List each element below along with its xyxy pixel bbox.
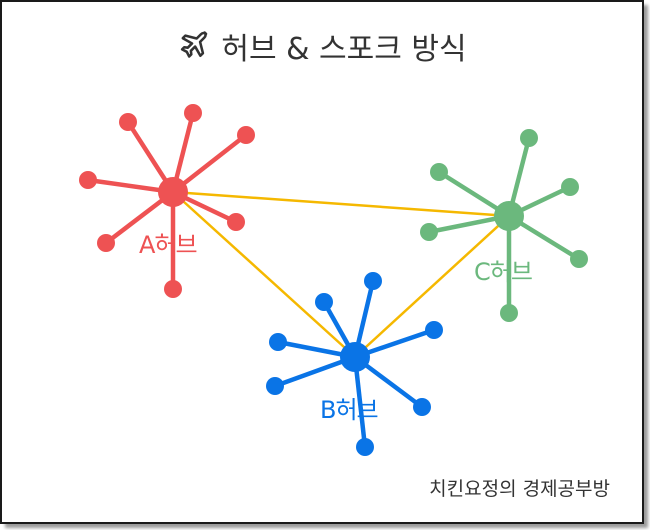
spoke-line (171, 133, 248, 194)
hub-a-label: A허브 (139, 231, 198, 259)
spoke-node (413, 398, 431, 416)
spoke-node (430, 163, 448, 181)
page-title: 허브 & 스포크 방식 (0, 24, 644, 68)
hub-node (340, 342, 370, 372)
spoke-node (315, 293, 333, 311)
hub-connection-AC (172, 190, 510, 218)
spoke-node (97, 234, 115, 252)
spoke-node (500, 304, 518, 322)
hub-node (158, 177, 188, 207)
hub-connection-AB (172, 191, 356, 358)
hub-node (494, 201, 524, 231)
spoke-node (570, 250, 588, 268)
diagram-frame (0, 0, 644, 524)
footer-credit: 치킨요정의 경제공부방 (429, 478, 610, 500)
spoke-node (237, 126, 255, 144)
spoke-node (561, 178, 579, 196)
hub-b (266, 272, 443, 456)
spoke-node (227, 213, 245, 231)
spoke-node (266, 377, 284, 395)
spoke-node (164, 280, 182, 298)
hub-c (420, 129, 588, 322)
spoke-line (352, 356, 368, 448)
spoke-node (356, 438, 374, 456)
spoke-node (520, 129, 538, 147)
spoke-node (119, 113, 137, 131)
spoke-node (79, 171, 97, 189)
airplane-icon (181, 31, 208, 58)
spoke-node (364, 272, 382, 290)
title-text: 허브 & 스포크 방식 (221, 32, 467, 67)
hub-a (79, 104, 255, 298)
spoke-node (269, 333, 287, 351)
spoke-node (184, 104, 202, 122)
spoke-node (425, 321, 443, 339)
spoke-node (420, 223, 438, 241)
hub-connection-BC (354, 215, 510, 358)
hub-b-label: B허브 (320, 396, 379, 424)
hub-c-label: C허브 (474, 258, 533, 286)
